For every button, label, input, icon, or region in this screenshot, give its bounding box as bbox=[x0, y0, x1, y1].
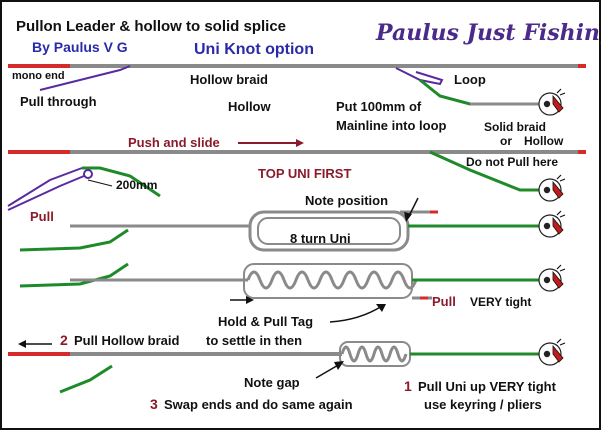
step2-tail: to settle in then bbox=[206, 333, 302, 348]
label-pull: Pull bbox=[30, 209, 54, 224]
uni-coils bbox=[246, 270, 418, 290]
brand-logo: Paulus Just Fishing bbox=[375, 20, 601, 46]
solid-braid-tail-2 bbox=[19, 228, 129, 252]
option-label: Uni Knot option bbox=[194, 41, 314, 58]
tag-arrow bbox=[329, 305, 383, 323]
uni-coils-tight bbox=[340, 345, 408, 363]
leader-200mm bbox=[87, 179, 113, 187]
reel-icon bbox=[538, 174, 566, 202]
reel-icon bbox=[538, 338, 566, 366]
label-put-mainline-1: Put 100mm of bbox=[336, 99, 422, 114]
needle-wire-2 bbox=[7, 167, 83, 207]
label-200mm: 200mm bbox=[116, 178, 157, 192]
loop-needle bbox=[395, 67, 444, 86]
step2-number: 2 bbox=[60, 332, 68, 348]
tag-arrowhead bbox=[376, 304, 386, 312]
gap-arrow bbox=[315, 363, 341, 379]
hold-arrowhead bbox=[246, 296, 254, 304]
needle-eye bbox=[83, 169, 93, 179]
needle-wire bbox=[39, 65, 131, 91]
label-top-uni-first: TOP UNI FIRST bbox=[258, 166, 351, 181]
step2-text: Pull Hollow braid bbox=[74, 333, 180, 348]
label-pull-through: Pull through bbox=[20, 94, 97, 109]
label-or: or bbox=[500, 134, 512, 148]
label-8-turn-uni: 8 turn Uni bbox=[290, 231, 351, 246]
label-note-gap: Note gap bbox=[244, 375, 300, 390]
gap-arrowhead bbox=[334, 361, 344, 370]
step3-number: 3 bbox=[150, 396, 158, 412]
label-mono-end: mono end bbox=[12, 70, 65, 82]
uni-loop-outer bbox=[248, 210, 410, 252]
byline: By Paulus V G bbox=[32, 39, 128, 55]
label-push-slide: Push and slide bbox=[128, 135, 220, 150]
step1-number: 1 bbox=[404, 378, 412, 394]
label-hold-pull-tag: Hold & Pull Tag bbox=[218, 314, 313, 329]
step1-sub: use keyring / pliers bbox=[424, 397, 542, 412]
uni-loop-inner bbox=[257, 217, 401, 245]
uni-coils-wrap bbox=[243, 263, 413, 299]
label-solid-braid: Solid braid bbox=[484, 120, 546, 134]
step1-text: Pull Uni up VERY tight bbox=[418, 379, 557, 394]
reel-icon bbox=[538, 88, 566, 116]
label-hollow: Hollow bbox=[228, 99, 271, 114]
label-do-not-pull: Do not Pull here bbox=[466, 155, 558, 169]
solid-braid-tail-5 bbox=[59, 364, 113, 394]
step2-arrowhead bbox=[18, 340, 26, 348]
note-arrowhead bbox=[404, 212, 412, 222]
needle-wire-3 bbox=[7, 175, 85, 211]
solid-braid-tail bbox=[82, 166, 161, 198]
label-pull-tight: Pull bbox=[432, 294, 456, 309]
label-loop: Loop bbox=[454, 72, 486, 87]
label-hollow-braid: Hollow braid bbox=[190, 72, 268, 87]
reel-icon bbox=[538, 264, 566, 292]
step3-text: Swap ends and do same again bbox=[164, 397, 353, 412]
label-hollow2: Hollow bbox=[524, 134, 564, 148]
push-arrowhead bbox=[296, 139, 304, 147]
solid-braid-line-2 bbox=[429, 150, 540, 192]
reel-icon bbox=[538, 210, 566, 238]
label-note-position: Note position bbox=[305, 193, 388, 208]
solid-braid-tail-3 bbox=[19, 262, 129, 288]
title: Pullon Leader & hollow to solid splice bbox=[16, 18, 286, 35]
label-put-mainline-2: Mainline into loop bbox=[336, 118, 447, 133]
label-very-tight: VERY tight bbox=[470, 295, 531, 309]
